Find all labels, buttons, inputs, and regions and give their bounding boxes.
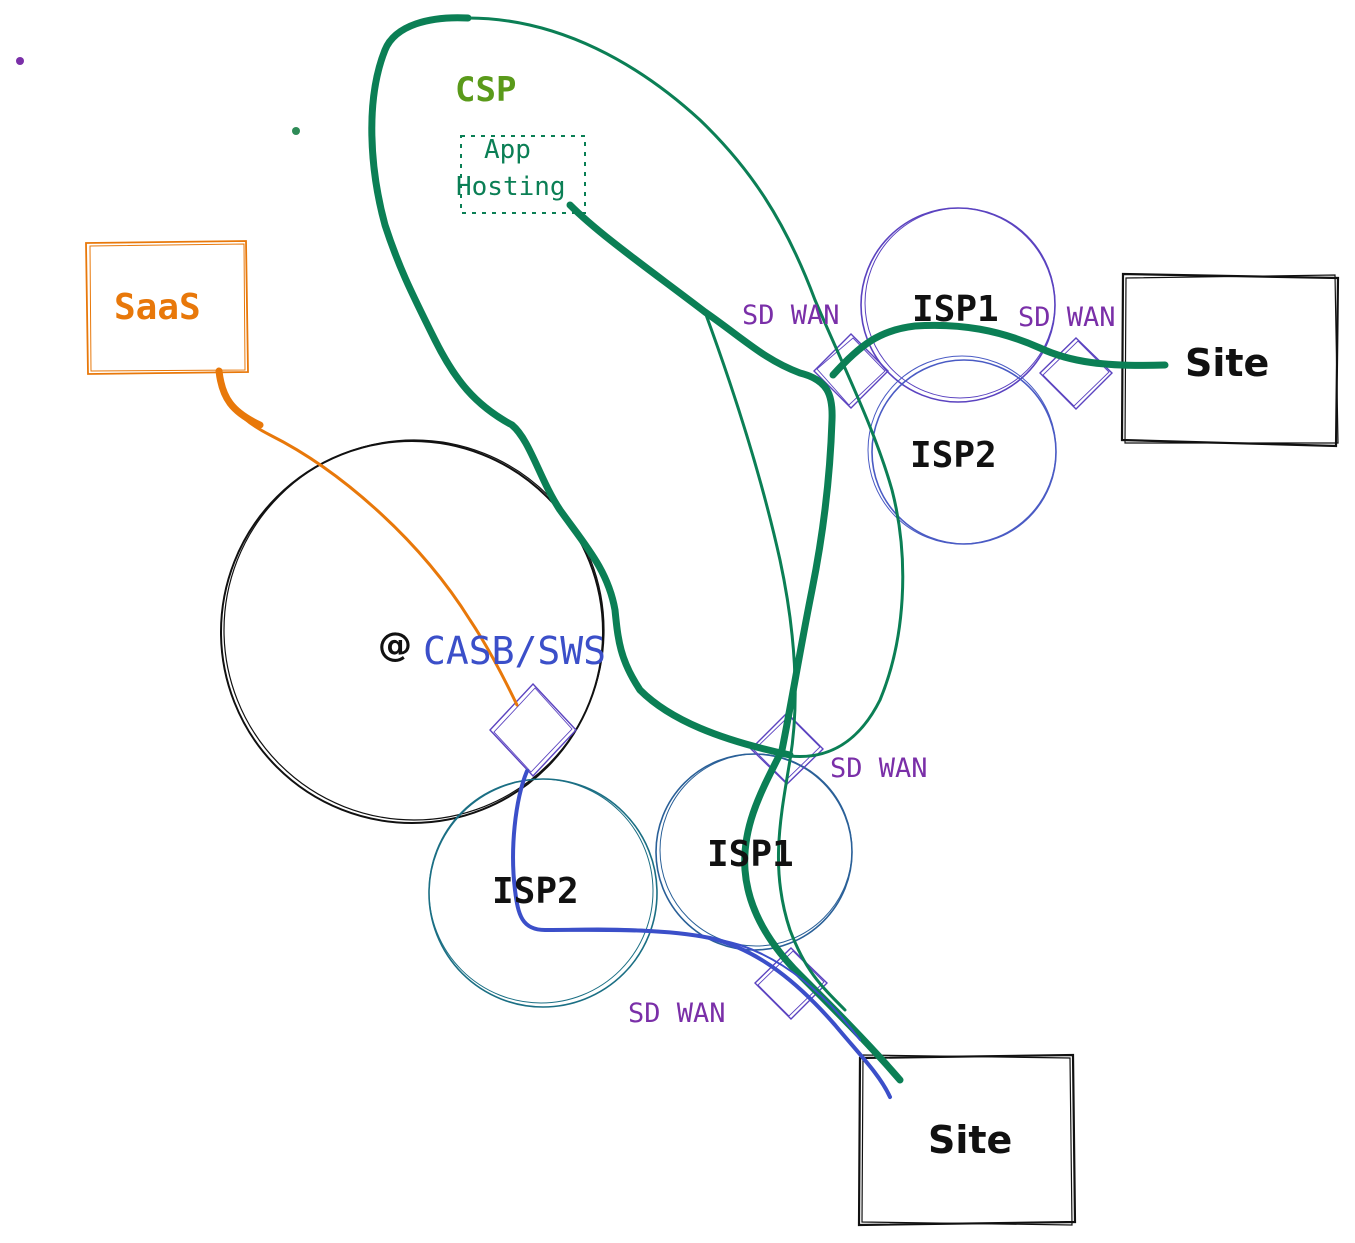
csp-cloud-thick [368,14,794,759]
sdwan-diamond-top-left [813,333,889,409]
saas-box [85,240,249,375]
stray-dot-purple [16,57,24,65]
site-right-box [1120,272,1340,448]
sdwan-label-top-right: SD WAN [1018,302,1116,333]
green-thin-route [703,310,847,1012]
app-hosting-label-line2: Hosting [456,172,566,202]
isp1-top-label: ISP1 [912,289,999,330]
sdwan-diamond-top-right [1039,337,1113,410]
isp1-bottom-label: ISP1 [707,834,794,875]
saas-link-thick [215,367,264,429]
at-symbol-label: @ [378,625,412,665]
stray-dot-green [292,127,300,135]
site-bottom-label: Site [928,1118,1012,1162]
casb-sws-circle [220,439,605,824]
app-hosting-label-line1: App [484,135,531,165]
casb-diamond [489,682,577,778]
isp2-bottom-label: ISP2 [492,871,579,912]
isp2-top-circle [867,355,1057,545]
green-route-to-bottom-site [566,201,904,1084]
site-bottom-box [857,1053,1077,1227]
isp2-bottom-circle [428,778,658,1008]
csp-cloud-thin [466,16,905,758]
isp2-top-label: ISP2 [910,435,997,476]
green-route-to-right-site [829,321,1169,379]
sdwan-label-top-left: SD WAN [742,300,840,331]
saas-label: SaaS [114,287,201,328]
casb-blue-link-thin [544,927,861,1041]
casb-sws-label: CASB/SWS [423,629,606,673]
app-hosting-box [460,135,586,214]
sdwan-diamond-bottom [754,947,828,1020]
csp-label: CSP [455,70,516,110]
sdwan-label-middle: SD WAN [830,753,928,784]
isp1-top-circle [860,207,1056,403]
sdwan-label-bottom: SD WAN [628,998,726,1029]
site-right-label: Site [1185,341,1269,385]
